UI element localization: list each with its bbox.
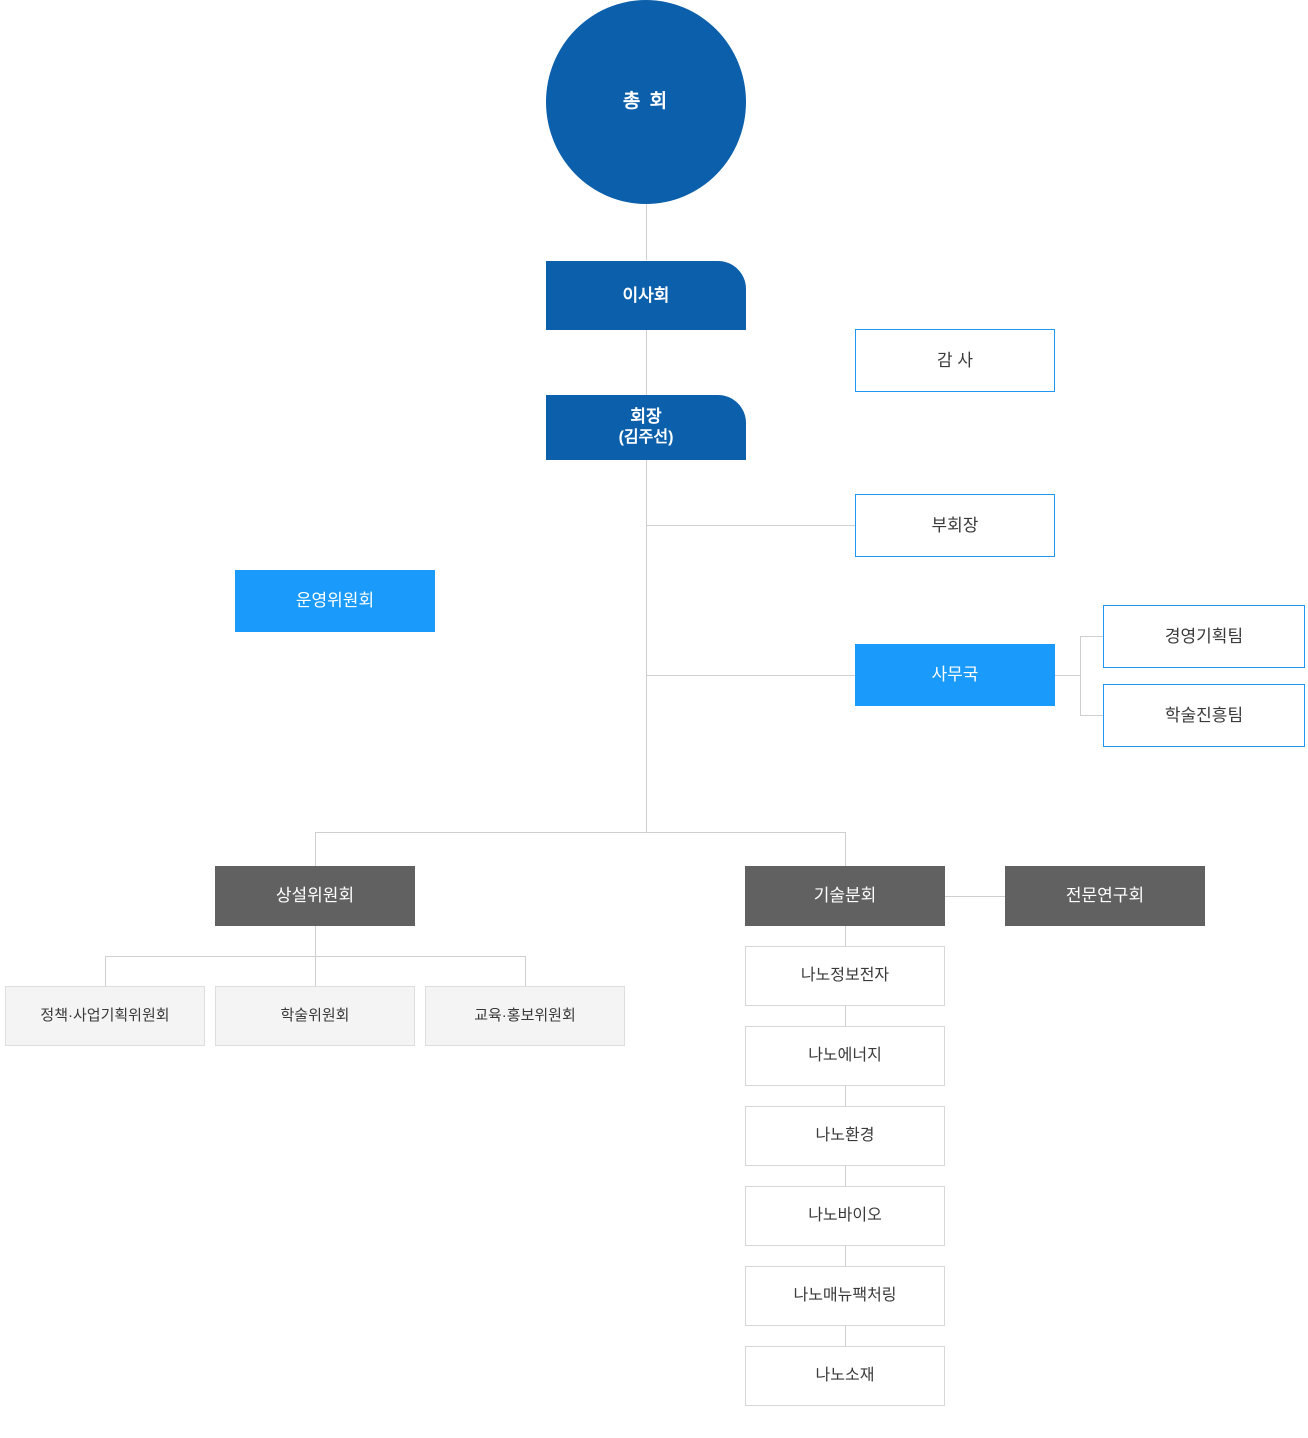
connector-bottom-bus <box>315 832 846 833</box>
secretariat-team-label: 경영기획팀 <box>1164 626 1244 646</box>
node-general-assembly[interactable]: 총 회 <box>546 0 746 204</box>
standing-committee-label: 상설위원회 <box>275 886 355 906</box>
technical-child-label: 나노바이오 <box>808 1206 882 1224</box>
connector-standing-child-3 <box>525 956 526 986</box>
node-standing-child-education-pr[interactable]: 교육·홍보위원회 <box>425 986 625 1046</box>
connector-technical-stub-4 <box>845 1246 846 1266</box>
node-technical-child-nano-manufacturing[interactable]: 나노매뉴팩처링 <box>745 1266 945 1326</box>
president-name: (김주선) <box>618 429 674 447</box>
technical-child-label: 나노에너지 <box>808 1046 882 1064</box>
node-technical-division[interactable]: 기술분회 <box>745 866 945 926</box>
node-auditor[interactable]: 감 사 <box>855 329 1055 392</box>
node-secretariat-team-management-planning[interactable]: 경영기획팀 <box>1103 605 1305 668</box>
president-label: 회장 <box>630 407 662 427</box>
standing-child-label: 정책·사업기획위원회 <box>40 1007 170 1025</box>
technical-child-label: 나노정보전자 <box>800 966 890 984</box>
technical-child-label: 나노환경 <box>815 1126 875 1144</box>
connector-technical-to-research-group <box>945 896 1005 897</box>
general-assembly-label: 총 회 <box>622 90 670 112</box>
node-technical-child-nano-materials[interactable]: 나노소재 <box>745 1346 945 1406</box>
node-specialized-research-group[interactable]: 전문연구회 <box>1005 866 1205 926</box>
steering-committee-label: 운영위원회 <box>295 591 375 611</box>
connector-secretariat-to-team-2 <box>1080 715 1103 716</box>
secretariat-label: 사무국 <box>931 665 979 685</box>
connector-technical-stub-0 <box>845 926 846 946</box>
connector-technical-stub-2 <box>845 1086 846 1106</box>
connector-secretariat-bus <box>1080 636 1081 715</box>
node-board-of-directors[interactable]: 이사회 <box>546 261 746 330</box>
node-technical-child-nano-bio[interactable]: 나노바이오 <box>745 1186 945 1246</box>
technical-child-label: 나노소재 <box>815 1366 875 1384</box>
connector-technical-stub-1 <box>845 1006 846 1026</box>
board-of-directors-label: 이사회 <box>622 285 670 305</box>
standing-child-label: 학술위원회 <box>280 1007 350 1025</box>
president-text-stack: 회장 (김주선) <box>619 406 674 448</box>
node-secretariat-team-academic-promotion[interactable]: 학술진흥팀 <box>1103 684 1305 747</box>
connector-root-to-board <box>646 204 647 260</box>
node-standing-child-policy-business-planning[interactable]: 정책·사업기획위원회 <box>5 986 205 1046</box>
specialized-research-group-label: 전문연구회 <box>1065 886 1145 906</box>
node-technical-child-nano-energy[interactable]: 나노에너지 <box>745 1026 945 1086</box>
connector-technical-stub-3 <box>845 1166 846 1186</box>
node-standing-child-academic[interactable]: 학술위원회 <box>215 986 415 1046</box>
node-president[interactable]: 회장 (김주선) <box>546 395 746 460</box>
connector-bus-to-technical-division <box>845 832 846 866</box>
node-technical-child-nano-environment[interactable]: 나노환경 <box>745 1106 945 1166</box>
connector-standing-child-2 <box>315 956 316 986</box>
connector-to-vice-president <box>646 525 856 526</box>
node-vice-president[interactable]: 부회장 <box>855 494 1055 557</box>
connector-secretariat-to-team-1 <box>1080 636 1103 637</box>
vice-president-label: 부회장 <box>931 515 979 535</box>
connector-board-to-president <box>646 330 647 395</box>
node-steering-committee[interactable]: 운영위원회 <box>235 570 435 632</box>
connector-to-secretariat <box>646 675 856 676</box>
node-secretariat[interactable]: 사무국 <box>855 644 1055 706</box>
secretariat-team-label: 학술진흥팀 <box>1164 705 1244 725</box>
connector-bus-to-standing-committee <box>315 832 316 866</box>
technical-division-label: 기술분회 <box>813 886 877 906</box>
connector-secretariat-stub <box>1055 675 1080 676</box>
connector-technical-stub-5 <box>845 1326 846 1346</box>
connector-standing-committee-down <box>315 926 316 956</box>
standing-child-label: 교육·홍보위원회 <box>474 1007 576 1025</box>
node-standing-committee[interactable]: 상설위원회 <box>215 866 415 926</box>
node-technical-child-nano-info-electronics[interactable]: 나노정보전자 <box>745 946 945 1006</box>
auditor-label: 감 사 <box>936 350 973 370</box>
connector-president-trunk <box>646 460 647 832</box>
technical-child-label: 나노매뉴팩처링 <box>793 1286 897 1304</box>
connector-standing-child-1 <box>105 956 106 986</box>
